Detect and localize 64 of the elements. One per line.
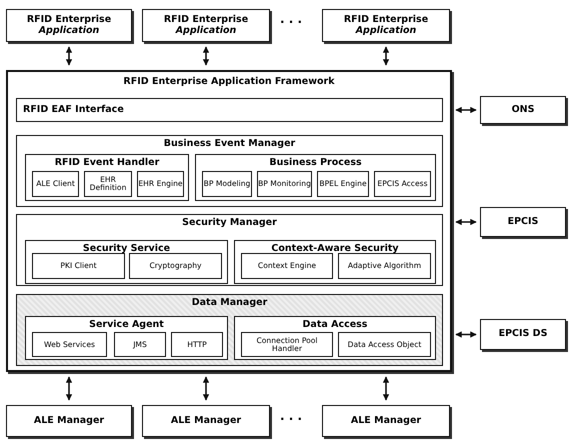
double-arrow [455,331,477,338]
module-box [195,154,436,201]
application-box [142,405,270,437]
box-label: ONS [512,104,534,116]
component-box [171,332,223,357]
service-box [480,319,566,350]
box-label: RFID Enterprise Application [342,15,430,36]
component-box [338,253,431,279]
framework-box [6,70,452,372]
component-box [257,171,312,197]
box-label: ALE Manager [34,416,104,426]
manager-panel [16,294,443,366]
component-box [374,171,431,197]
component-box [241,253,333,279]
module-box [25,240,228,284]
double-arrow [455,106,477,114]
box-label: EPCIS [508,216,538,228]
module-box [25,316,228,360]
application-box [322,405,450,437]
component-box [84,171,132,197]
box-title: Business Process [269,158,362,168]
component-box [241,332,333,357]
service-box [480,96,566,124]
box-title: RFID Event Handler [54,158,160,168]
double-arrow [382,376,390,401]
box-label: RFID Enterprise Application [26,15,112,36]
application-box [6,405,132,437]
box-label: RFID Enterprise Application [162,15,250,36]
box-title: Security Manager [182,218,277,228]
component-box [114,332,166,357]
box-title: RFID Enterprise Application Framework [123,77,335,88]
component-box [137,171,184,197]
box-title: Context-Aware Security [271,244,399,254]
component-box [32,171,79,197]
double-arrow [66,376,72,401]
component-box [32,253,125,279]
service-box [480,207,566,237]
box-title: Data Manager [192,298,268,308]
box-title: Business Event Manager [164,139,296,150]
box-title: Security Service [82,244,170,254]
module-box [16,135,443,207]
box-title: Data Access [302,320,368,330]
component-box [202,171,252,197]
box-title: Service Agent [89,320,164,330]
interface-box [16,98,443,122]
ellipsis: · · · [280,15,302,29]
component-box [317,171,369,197]
component-box [129,253,222,279]
box-label: ALE Manager [170,416,242,426]
box-label: RFID EAF Interface [23,104,124,116]
double-arrow [202,376,210,401]
box-label: EPCIS DS [498,329,548,340]
module-box [234,316,436,360]
module-box [234,240,436,284]
application-box [322,9,450,42]
double-arrow [455,218,477,226]
component-box [338,332,431,357]
module-box [25,154,189,201]
component-box [32,332,107,357]
box-label: ALE Manager [350,416,422,426]
ellipsis: · · · [280,412,302,426]
module-box [16,214,443,286]
application-box [142,9,270,42]
application-box [6,9,132,42]
